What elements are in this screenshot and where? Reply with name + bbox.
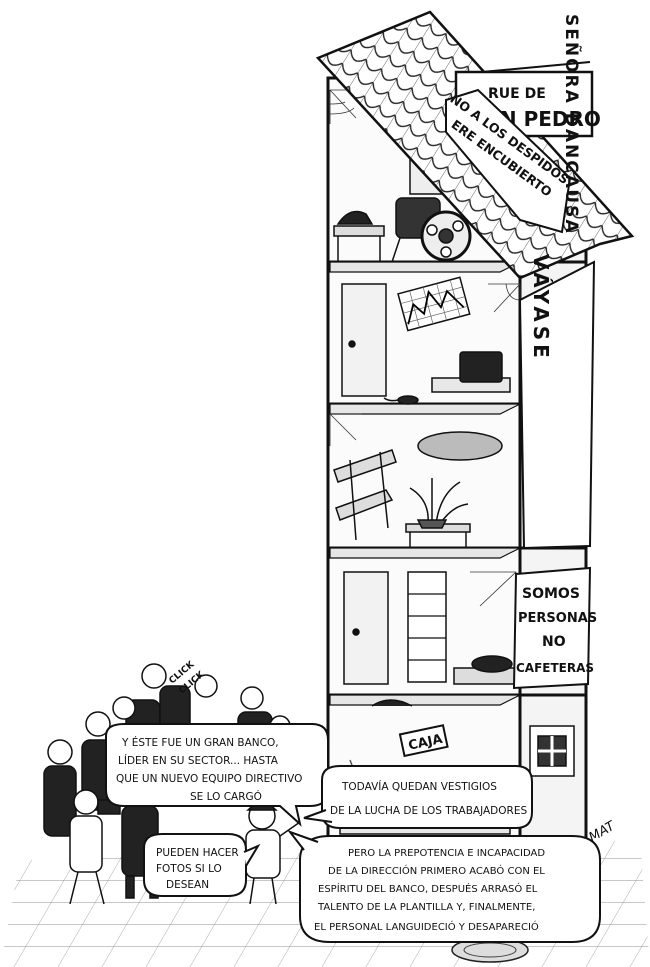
speech-bubble-prepotencia: PERO LA PREPOTENCIA E INCAPACIDAD DE LA … — [287, 829, 601, 943]
prepotencia-line3: ESPÍRITU DEL BANCO, DESPUÉS ARRASÓ EL — [318, 882, 538, 895]
office-floor — [341, 276, 511, 405]
gran-banco-line2: LÍDER EN SU SECTOR... HASTA — [118, 754, 279, 767]
fotos-line3: DESEAN — [166, 879, 209, 891]
fotos-line2: FOTOS SI LO — [156, 863, 222, 875]
somos-line2: PERSONAS — [518, 611, 597, 626]
prepotencia-line2: DE LA DIRECCIÓN PRIMERO ACABÓ CON EL — [328, 864, 545, 877]
somos-line4: CAFETERAS — [516, 661, 594, 675]
somos-banner: SOMOS PERSONAS NO CAFETERAS — [512, 566, 597, 690]
banner-senora: SEÑORA DANCAUSA — [561, 14, 584, 235]
gran-banco-line4: SE LO CARGÓ — [190, 790, 262, 803]
street-sign-line1: RUE DE — [488, 86, 546, 102]
abandoned-floor — [343, 571, 517, 707]
caja-label: CAJA — [407, 732, 444, 754]
prepotencia-line1: PERO LA PREPOTENCIA E INCAPACIDAD — [348, 848, 545, 859]
ruined-building: RUE DE SAN PEDRO NO A LOS DESPIDOS ERE E… — [315, 10, 635, 842]
vestigios-line2: DE LA LUCHA DE LOS TRABAJADORES — [330, 805, 527, 817]
somos-line3: NO — [542, 634, 566, 650]
speech-bubble-vestigios: TODAVÍA QUEDAN VESTIGIOS DE LA LUCHA DE … — [303, 765, 533, 829]
fotos-line1: PUEDEN HACER — [156, 847, 239, 859]
banner-vayase: VÁYASE — [529, 254, 553, 362]
vestigios-line1: TODAVÍA QUEDAN VESTIGIOS — [341, 780, 497, 793]
ruined-floor — [333, 431, 503, 548]
gran-banco-line1: Y ÉSTE FUE UN GRAN BANCO, — [121, 736, 279, 749]
speech-bubble-gran-banco: Y ÉSTE FUE UN GRAN BANCO, LÍDER EN SU SE… — [105, 723, 329, 827]
somos-line1: SOMOS — [522, 586, 580, 602]
prepotencia-line5: EL PERSONAL LANGUIDECIÓ Y DESAPARECIÓ — [314, 920, 539, 933]
prepotencia-line4: TALENTO DE LA PLANTILLA Y, FINALMENTE, — [317, 902, 535, 913]
speech-bubble-fotos: PUEDEN HACER FOTOS SI LO DESEAN — [143, 833, 261, 897]
caja-sign: CAJA — [398, 724, 449, 758]
photographer — [69, 789, 121, 905]
vertical-banner: VÁYASE SEÑORA DANCAUSA — [518, 14, 596, 550]
gran-banco-line3: QUE UN NUEVO EQUIPO DIRECTIVO — [116, 773, 302, 785]
